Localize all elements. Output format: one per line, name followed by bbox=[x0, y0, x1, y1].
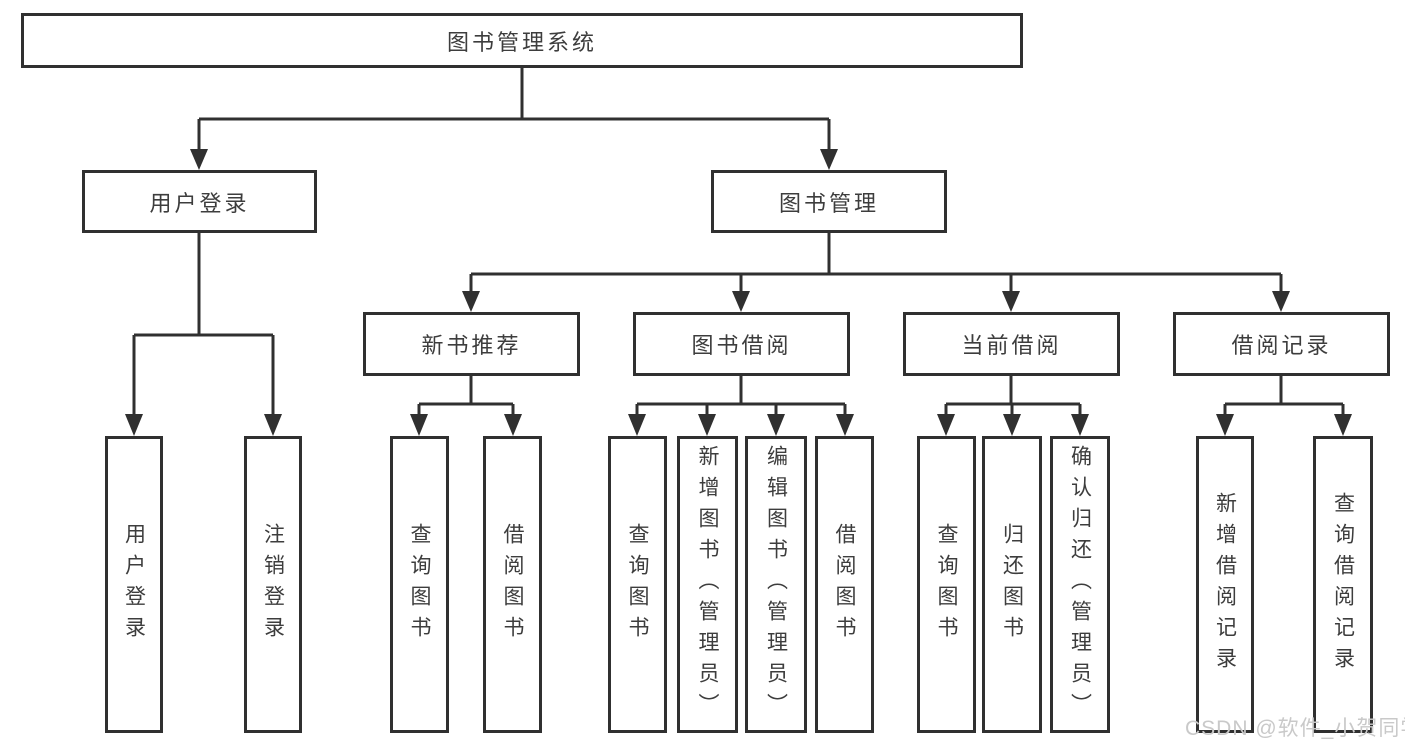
leaf-label: 新增借阅记录 bbox=[1213, 491, 1237, 678]
node-book-management: 图书管理 bbox=[711, 170, 947, 233]
leaf-label: 查询图书 bbox=[935, 522, 958, 647]
leaf-borrow-books: 借阅图书 bbox=[815, 436, 874, 733]
leaf-return-books: 归还图书 bbox=[982, 436, 1042, 733]
node-current-borrowing: 当前借阅 bbox=[903, 312, 1120, 376]
leaf-query-books-recommend: 查询图书 bbox=[390, 436, 449, 733]
node-label: 借阅记录 bbox=[1231, 333, 1332, 358]
leaf-label: 用户登录 bbox=[122, 522, 146, 647]
leaf-query-borrow-record: 查询借阅记录 bbox=[1313, 436, 1373, 733]
node-new-book-recommendation: 新书推荐 bbox=[363, 312, 580, 376]
leaf-label: 查询图书 bbox=[408, 522, 431, 647]
node-book-borrowing: 图书借阅 bbox=[633, 312, 850, 376]
leaf-edit-books-admin: 编辑图书（管理员） bbox=[745, 436, 807, 733]
leaf-logout: 注销登录 bbox=[244, 436, 302, 733]
leaf-label: 借阅图书 bbox=[833, 522, 856, 647]
leaf-label: 编辑图书（管理员） bbox=[764, 445, 788, 724]
leaf-query-books-current: 查询图书 bbox=[917, 436, 976, 733]
leaf-label: 新增图书（管理员） bbox=[696, 445, 719, 724]
watermark: CSDN @软件_小贺同学 bbox=[1185, 717, 1405, 740]
leaf-label: 查询图书 bbox=[626, 522, 649, 647]
node-label: 图书借阅 bbox=[691, 333, 792, 358]
leaf-query-books-borrow: 查询图书 bbox=[608, 436, 667, 733]
leaf-add-borrow-record: 新增借阅记录 bbox=[1196, 436, 1254, 733]
node-label: 用户登录 bbox=[149, 190, 250, 216]
node-label: 图书管理 bbox=[778, 190, 879, 216]
leaf-add-books-admin: 新增图书（管理员） bbox=[677, 436, 738, 733]
node-label: 当前借阅 bbox=[961, 333, 1062, 358]
node-borrowing-records: 借阅记录 bbox=[1173, 312, 1390, 376]
node-label: 新书推荐 bbox=[421, 333, 522, 358]
leaf-user-login: 用户登录 bbox=[105, 436, 163, 733]
node-user-login: 用户登录 bbox=[82, 170, 317, 233]
node-label: 图书管理系统 bbox=[446, 29, 597, 55]
leaf-label: 注销登录 bbox=[261, 522, 285, 647]
node-library-management-system: 图书管理系统 bbox=[21, 13, 1023, 68]
leaf-label: 查询借阅记录 bbox=[1331, 491, 1355, 678]
leaf-borrow-books-recommend: 借阅图书 bbox=[483, 436, 542, 733]
leaf-label: 借阅图书 bbox=[501, 522, 524, 647]
leaf-label: 确认归还（管理员） bbox=[1068, 445, 1092, 724]
leaf-label: 归还图书 bbox=[1000, 522, 1024, 647]
leaf-confirm-return-admin: 确认归还（管理员） bbox=[1050, 436, 1110, 733]
